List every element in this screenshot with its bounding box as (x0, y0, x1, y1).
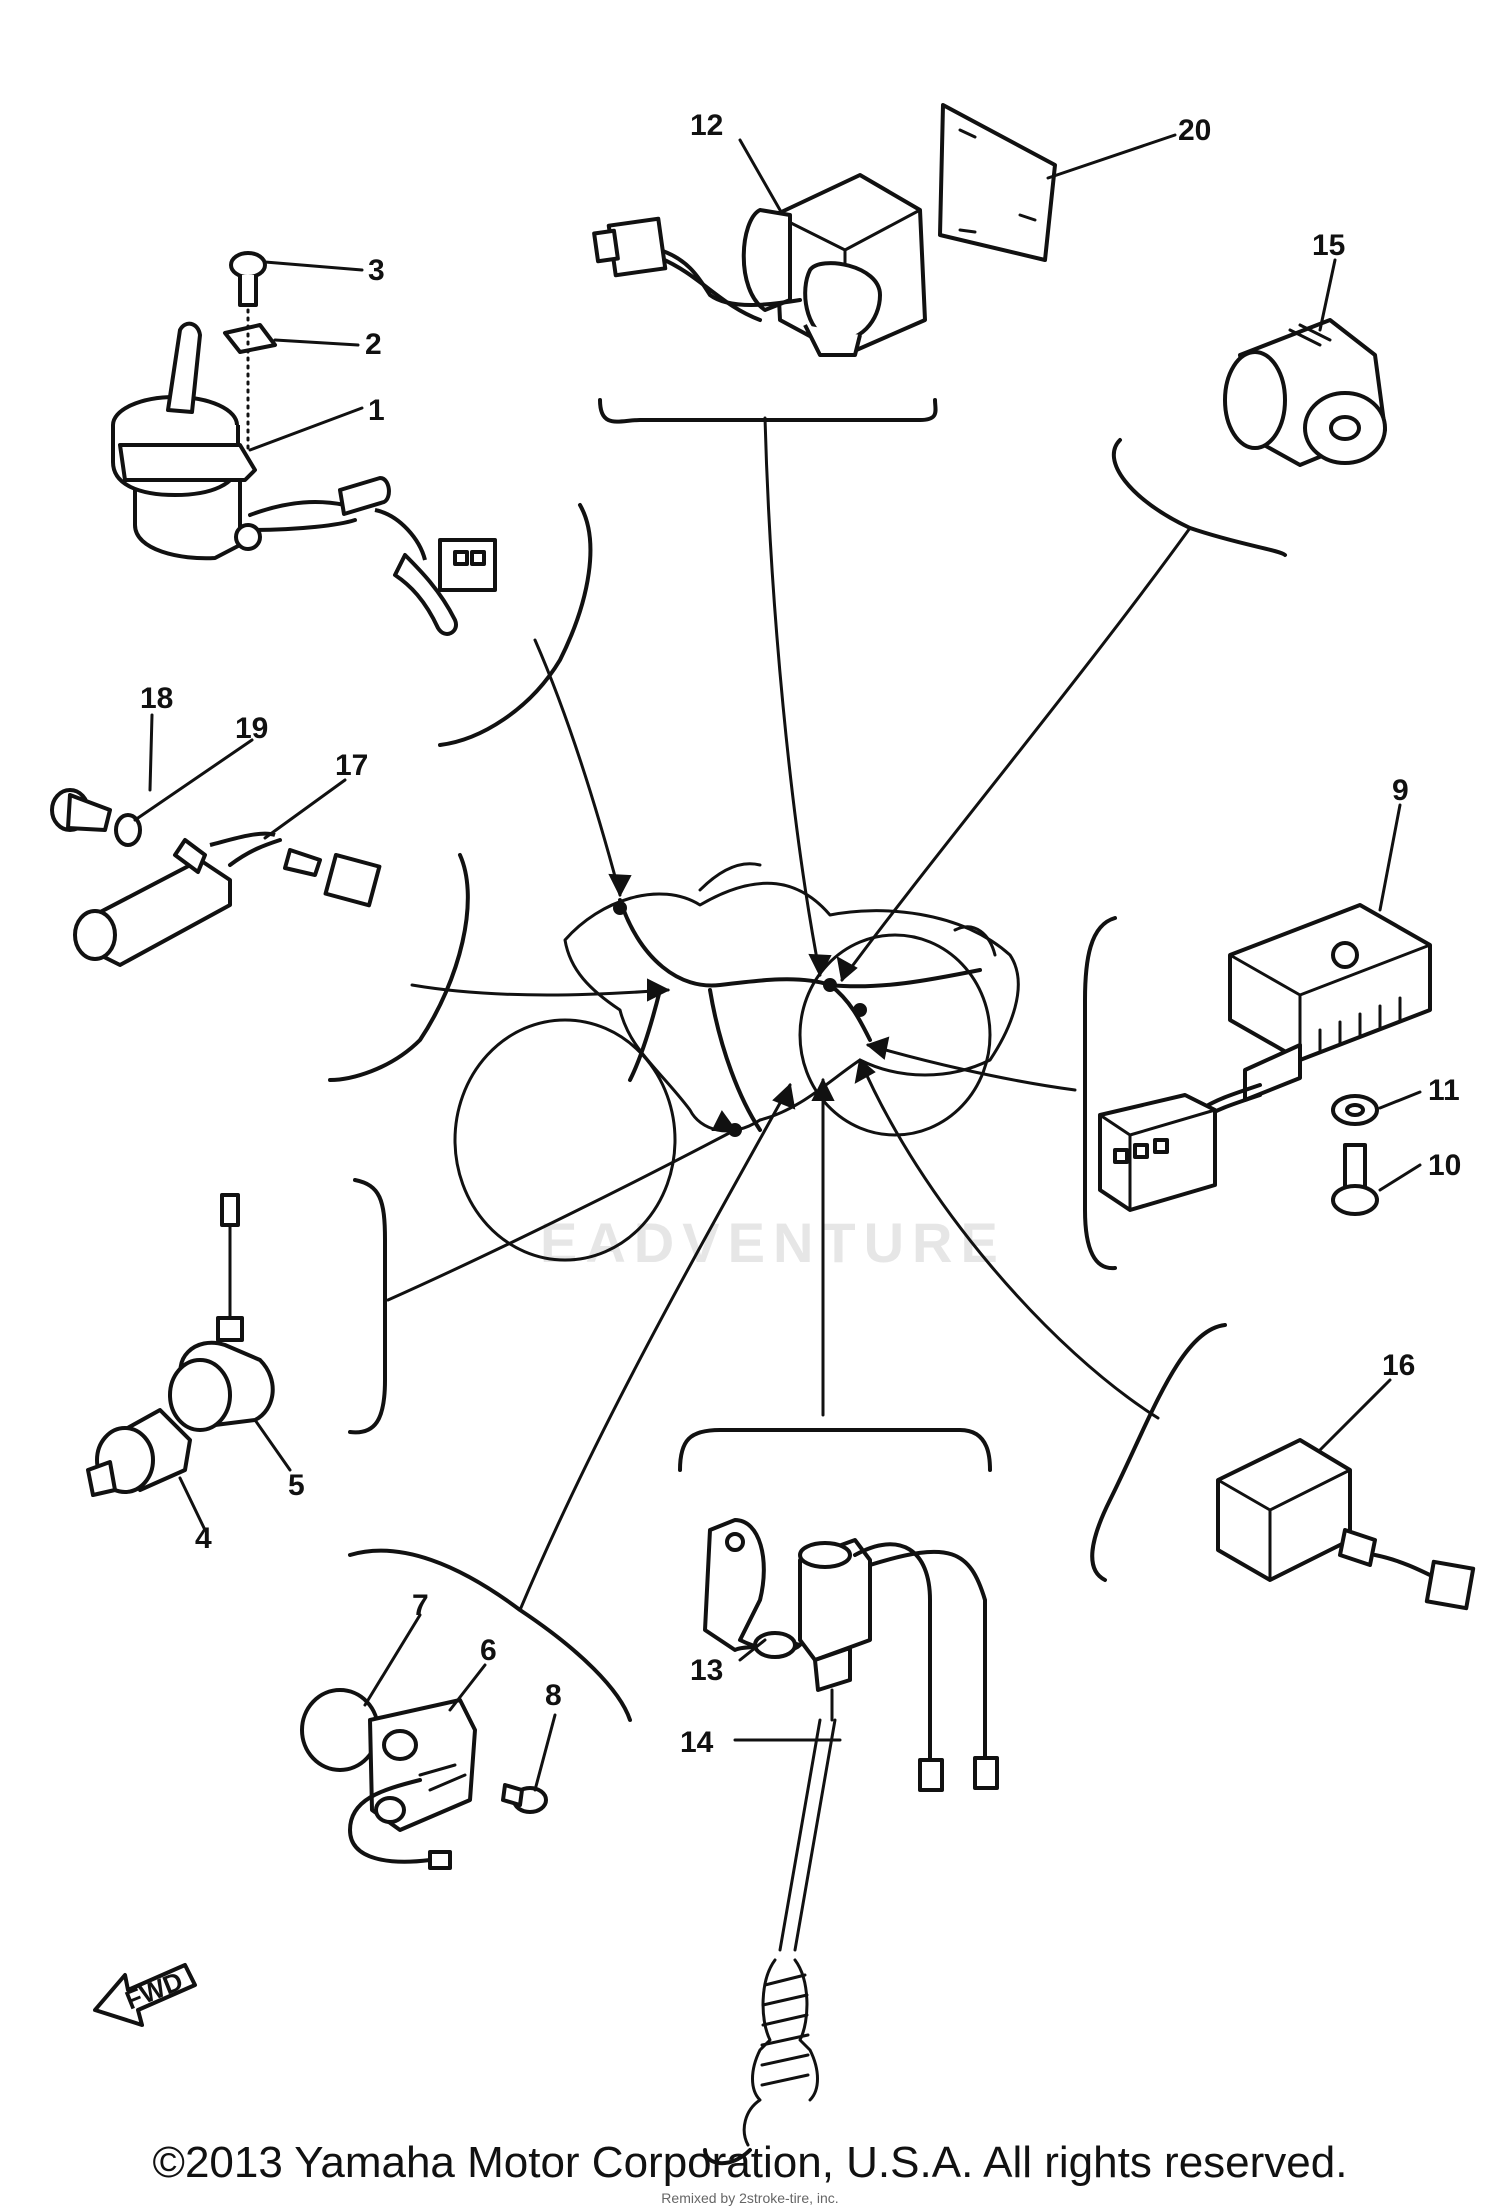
callout-13: 13 (690, 1654, 723, 1687)
callout-18: 18 (140, 682, 173, 715)
callout-11: 11 (1428, 1074, 1460, 1107)
fwd-label: FWD (121, 1965, 187, 2015)
part-2-plate (223, 323, 277, 354)
part-5-switch-body (168, 1193, 275, 1432)
part-3-screw (229, 251, 267, 452)
callout-14: 14 (680, 1726, 714, 1759)
part-1-main-switch (111, 321, 497, 636)
part-8-screw (501, 1783, 548, 1814)
credit-line: Remixed by 2stroke-tire, inc. (661, 2190, 839, 2206)
callout-20: 20 (1178, 114, 1211, 147)
callout-2: 2 (365, 328, 382, 361)
callout-8: 8 (545, 1679, 562, 1712)
callout-numbers: 1 2 3 4 5 6 7 8 9 10 11 12 13 14 15 16 1… (140, 109, 1461, 1759)
part-10-bolt (1331, 1143, 1379, 1216)
copyright-notice: ©2013 Yamaha Motor Corporation, U.S.A. A… (152, 2138, 1348, 2187)
callout-7: 7 (412, 1589, 429, 1622)
callout-5: 5 (288, 1469, 305, 1502)
group-brackets (328, 398, 1287, 1722)
part-17-switch-assembly (73, 831, 382, 967)
part-15-flasher-relay (1223, 318, 1387, 467)
frame-and-harness (453, 862, 1020, 1262)
part-18-bolt (50, 788, 112, 832)
fwd-arrow: FWD (93, 1963, 197, 2027)
callout-15: 15 (1312, 229, 1345, 262)
callout-4: 4 (195, 1522, 212, 1555)
part-4-switch (86, 1408, 192, 1497)
frame-wheel-left (453, 1018, 677, 1262)
part-13-bracket (703, 1518, 802, 1659)
callout-9: 9 (1392, 774, 1409, 807)
callout-1: 1 (368, 394, 385, 427)
part-19-washer (114, 813, 142, 847)
callout-leaders (133, 133, 1422, 1792)
part-16-relay (1216, 1438, 1476, 1611)
part-11-washer (1331, 1094, 1379, 1126)
callout-3: 3 (368, 254, 385, 287)
watermark-text: EADVENTURE (540, 1211, 1006, 1274)
frame-wheel-right (798, 933, 992, 1137)
part-20-label (938, 103, 1057, 262)
leader-arrows (386, 416, 1192, 1612)
part-14-stop-switch (703, 1538, 999, 2166)
part-6-sensor (348, 1698, 477, 1870)
callout-19: 19 (235, 712, 268, 745)
callout-17: 17 (335, 749, 368, 782)
callout-6: 6 (480, 1634, 497, 1667)
part-12-starter-relay (592, 173, 927, 357)
part-9-rectifier-regulator (1098, 903, 1432, 1212)
callout-12: 12 (690, 109, 723, 142)
callout-16: 16 (1382, 1349, 1415, 1382)
callout-10: 10 (1428, 1149, 1461, 1182)
